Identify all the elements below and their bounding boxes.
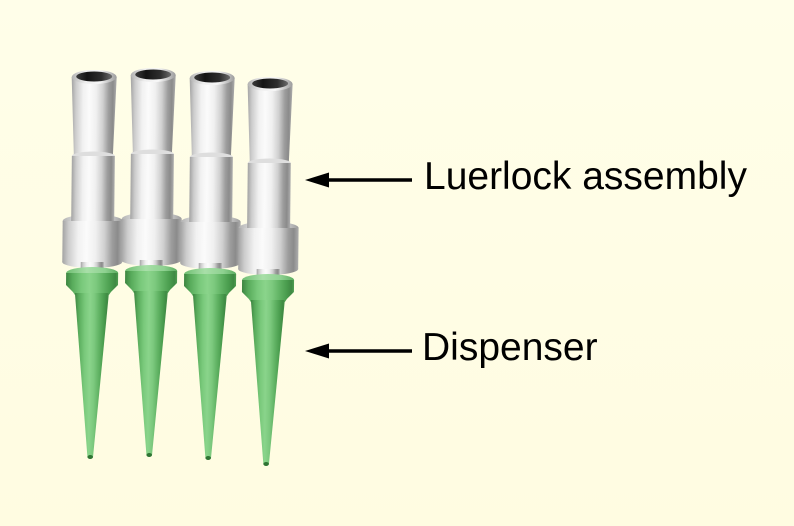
luerlock-assembly-label: Luerlock assembly [424,155,747,198]
dispenser-assembly-1 [60,70,125,459]
dispenser-assembly-4 [236,77,301,466]
dispenser-label: Dispenser [422,326,598,369]
dispenser-assembly-2 [119,68,184,457]
dispenser-assembly-3 [178,71,243,460]
arrow-left-icon [305,343,412,359]
arrow-left-icon [305,172,412,188]
